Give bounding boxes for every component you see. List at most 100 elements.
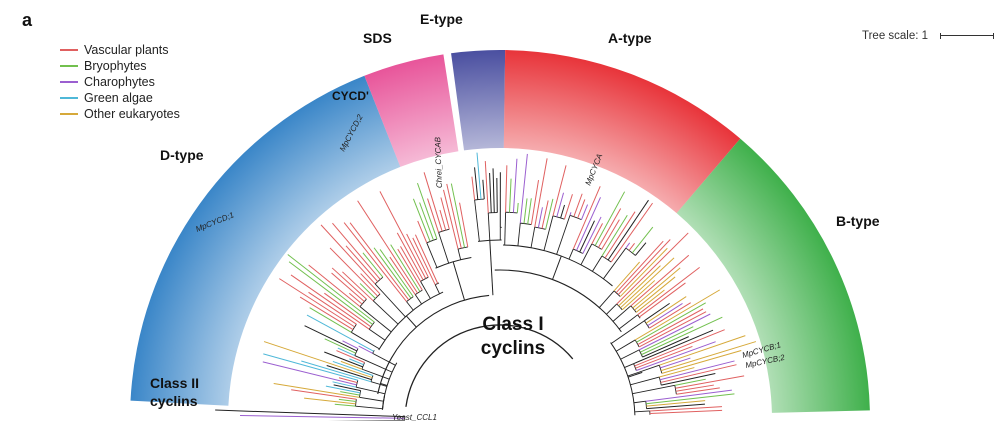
tree-leaf <box>414 234 439 284</box>
tree-leaf <box>598 208 622 248</box>
tree-leaf <box>308 291 357 325</box>
tree-leaf <box>348 292 363 305</box>
leaf-label-chlrei: Chrei_CYCAB <box>433 136 444 188</box>
tree-scale: Tree scale: 1 <box>862 30 995 42</box>
tree-leaf <box>390 244 421 292</box>
tree-leaf <box>427 198 440 233</box>
tree-leaf <box>336 350 365 363</box>
tree-leaf <box>325 385 361 394</box>
tree-leaf <box>633 329 714 365</box>
subclade-stem <box>634 410 650 413</box>
subclade-stem <box>606 303 618 315</box>
clade-label-b-type: B-type <box>836 213 880 229</box>
backbone-arc <box>494 269 601 309</box>
tree-leaf <box>631 226 654 254</box>
legend-item-other-eukaryotes: Other eukaryotes <box>60 106 180 122</box>
tree-leaf <box>560 204 566 219</box>
tree-leaf <box>516 202 519 213</box>
tree-leaf <box>527 198 532 225</box>
clade-band-sds <box>364 54 459 167</box>
tree-leaf <box>396 232 424 281</box>
subclade-stem <box>624 363 634 368</box>
tree-leaf <box>635 242 647 256</box>
legend-item-bryophytes: Bryophytes <box>60 58 180 74</box>
tree-leaf <box>537 207 543 228</box>
subclade-stem <box>618 314 638 330</box>
subclade-stem <box>633 400 646 404</box>
tree-leaf <box>563 194 573 220</box>
subclade-stem <box>517 223 521 246</box>
tree-leaf <box>661 350 742 374</box>
clade-stem <box>380 382 388 386</box>
tree-leaf <box>569 212 572 216</box>
subclade-stem <box>615 339 636 352</box>
tree-leaf <box>659 335 746 366</box>
subclade-stem <box>603 247 627 280</box>
subclade-arc <box>520 222 532 226</box>
tree-leaf <box>659 367 695 378</box>
tree-leaf <box>357 200 419 294</box>
subclade-arc <box>372 350 375 354</box>
subclade-arc <box>457 246 468 250</box>
legend-swatch-icon <box>60 49 78 51</box>
tree-leaf <box>331 272 365 302</box>
clade-band-e-type <box>451 50 506 151</box>
subclade-stem <box>592 255 603 272</box>
subclade-stem <box>612 305 632 322</box>
tree-leaf <box>556 192 565 218</box>
tree-leaf <box>419 202 434 241</box>
clade-band-a-type <box>503 50 741 214</box>
subclade-stem <box>361 368 390 380</box>
tree-leaf <box>417 220 428 244</box>
tree-leaf <box>601 215 628 257</box>
backbone-arc <box>405 324 574 407</box>
subclade-stem <box>355 405 383 410</box>
tree-leaf <box>635 345 693 369</box>
legend-label: Green algae <box>84 91 153 105</box>
tree-leaf <box>530 180 540 225</box>
tree-leaf <box>649 406 723 412</box>
legend-swatch-icon <box>60 81 78 83</box>
subclade-stem <box>434 284 440 294</box>
tree-leaf <box>440 197 450 230</box>
subclade-stem <box>556 215 571 255</box>
tree-leaf <box>552 165 567 216</box>
panel-letter: a <box>22 10 33 30</box>
subclade-stem <box>351 331 380 350</box>
clade-label-a-type: A-type <box>608 30 652 46</box>
tree-leaf <box>412 237 436 285</box>
tree-leaf <box>400 246 421 282</box>
group-label-class-1-line1: Class I <box>482 314 543 335</box>
tree-leaf <box>331 267 367 300</box>
tree-leaf <box>324 338 356 354</box>
tree-leaf <box>360 273 381 295</box>
tree-leaf <box>389 256 416 295</box>
tree-leaf <box>304 325 358 352</box>
tree-leaf <box>446 183 462 249</box>
clade-bands <box>130 50 870 413</box>
tree-leaf <box>660 364 737 383</box>
backbone-arc <box>377 294 490 395</box>
tree-leaf <box>637 267 700 316</box>
subclade-arc <box>426 238 438 244</box>
legend-item-charophytes: Charophytes <box>60 74 180 90</box>
tree-leaf <box>646 400 706 407</box>
clade-band-d-type <box>130 75 401 406</box>
tree-leaf <box>482 179 485 200</box>
tree-leaf <box>337 347 355 357</box>
tree-leaf <box>534 158 548 228</box>
clade-label-cycd-prime: CYCD' <box>332 89 369 103</box>
clade-label-e-type: E-type <box>420 11 463 27</box>
tree-leaf <box>639 282 686 318</box>
tree-leaf <box>649 409 723 414</box>
legend-item-vascular: Vascular plants <box>60 42 180 58</box>
tree-leaf <box>342 340 359 350</box>
subclade-stem <box>580 243 593 266</box>
clade-stem <box>405 315 417 328</box>
subclade-stem <box>370 381 388 387</box>
tree-leaf <box>634 276 676 311</box>
tree-leaf <box>642 336 689 358</box>
subclade-stem <box>620 349 640 360</box>
tree-leaf <box>412 198 431 242</box>
